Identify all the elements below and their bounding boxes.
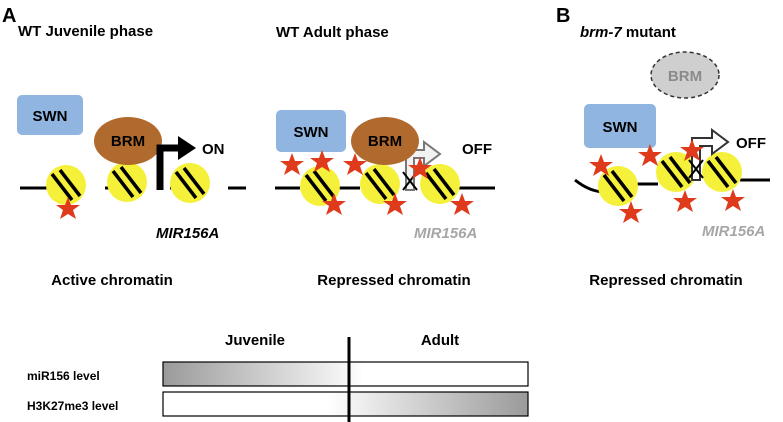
nucleosome	[170, 163, 210, 203]
adult-schematic: SWN BRM OFF MIR156A Repressed chromatin	[275, 110, 495, 289]
gene-label: MIR156A	[702, 223, 765, 240]
chromatin-state-label: Repressed chromatin	[589, 272, 742, 289]
star-mark-icon	[673, 190, 697, 212]
swn-label: SWN	[33, 108, 68, 125]
mir156-gradient-bar	[162, 361, 529, 387]
adult-phase-title: WT Adult phase	[276, 24, 389, 41]
panel-letter-b: B	[556, 5, 570, 27]
star-mark-icon	[680, 139, 704, 161]
star-mark-icon	[619, 201, 643, 223]
star-mark-icon	[408, 157, 432, 179]
star-mark-icon	[589, 154, 613, 176]
mutant-schematic: BRM SWN OFF MIR156A Repressed chromatin	[574, 51, 770, 289]
nucleosome	[702, 152, 742, 192]
star-mark-icon	[638, 144, 662, 166]
star-mark-icon	[322, 193, 346, 215]
nucleosome	[420, 164, 460, 204]
chromatin-state-label: Repressed chromatin	[317, 272, 470, 289]
nucleosome	[46, 165, 86, 205]
arrow-on-head	[178, 136, 196, 160]
gene-label: MIR156A	[156, 225, 219, 242]
row-label-h3k27me3: H3K27me3 level	[27, 399, 118, 413]
state-off-label: OFF	[462, 141, 492, 158]
chromatin-state-label: Active chromatin	[51, 272, 173, 289]
mutant-title: brm-7 mutant	[580, 24, 676, 41]
nucleosome	[598, 166, 638, 206]
star-mark-icon	[343, 153, 367, 175]
brm-protein	[94, 117, 162, 165]
panel-letter-a: A	[2, 5, 16, 27]
mutant-title-suffix: mutant	[622, 24, 676, 41]
star-mark-icon	[450, 193, 474, 215]
star-mark-icon	[383, 193, 407, 215]
nucleosome	[300, 166, 340, 206]
arrow-on-icon	[156, 144, 180, 190]
state-off-label: OFF	[736, 135, 766, 152]
mutant-title-allele: brm-7	[580, 24, 622, 41]
star-mark-icon	[721, 189, 745, 211]
state-on-label: ON	[202, 141, 225, 158]
h3k27me3-gradient-bar	[162, 391, 529, 417]
phase-level-chart: Juvenile Adult miR156 level H3K27me3 lev…	[27, 332, 529, 422]
brm-absent-protein	[650, 51, 720, 99]
phase-adult-label: Adult	[421, 332, 459, 349]
brm-protein	[351, 117, 419, 165]
star-mark-icon	[56, 197, 80, 219]
nucleosome	[107, 162, 147, 202]
block-cross-icon	[688, 159, 704, 179]
swn-box	[17, 95, 83, 135]
swn-label: SWN	[294, 124, 329, 141]
swn-label: SWN	[603, 119, 638, 136]
nucleosome	[360, 164, 400, 204]
star-mark-icon	[310, 150, 334, 172]
gene-label: MIR156A	[414, 225, 477, 242]
brm-absent-label: BRM	[668, 68, 702, 85]
row-label-mir156: miR156 level	[27, 369, 100, 383]
swn-box	[276, 110, 346, 152]
swn-box	[584, 104, 656, 148]
phase-juvenile-label: Juvenile	[225, 332, 285, 349]
brm-label: BRM	[111, 133, 145, 150]
brm-label: BRM	[368, 133, 402, 150]
juvenile-schematic: SWN BRM ON MIR156A Active chromatin	[17, 95, 246, 289]
juvenile-phase-title: WT Juvenile phase	[18, 23, 153, 40]
star-mark-icon	[280, 153, 304, 175]
nucleosome	[656, 152, 696, 192]
